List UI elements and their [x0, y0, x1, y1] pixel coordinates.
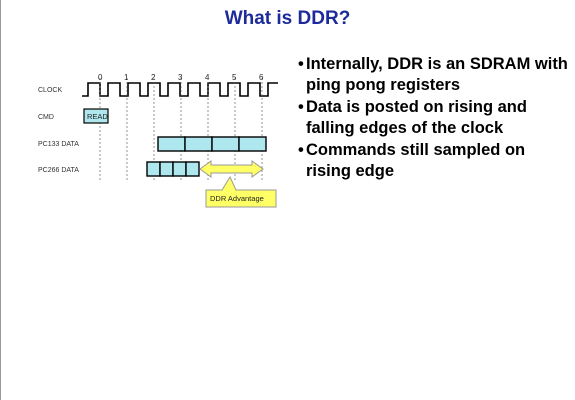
- clock-tick-1: 1: [124, 73, 129, 82]
- clock-tick-5: 5: [232, 73, 237, 82]
- bullet-list: • Internally, DDR is an SDRAM with ping …: [296, 54, 574, 183]
- ddr-advantage-arrow: [199, 160, 264, 178]
- bullet-text-3: Commands still sampled on rising edge: [306, 141, 526, 180]
- slide-title: What is DDR?: [224, 8, 351, 29]
- read-command-label: READ: [87, 112, 108, 121]
- bullet-glyph: •: [298, 98, 304, 116]
- clock-tick-3: 3: [178, 73, 183, 82]
- signal-label-clock: CLOCK: [38, 87, 62, 94]
- ddr-timing-diagram: CLOCK CMD PC133 DATA PC266 DATA 0 1 2 3 …: [38, 73, 278, 208]
- clock-tick-0: 0: [98, 73, 103, 82]
- signal-label-pc133-data: PC133 DATA: [38, 141, 79, 148]
- bullet-text-2: Data is posted on rising and falling edg…: [306, 98, 527, 137]
- ddr-advantage-label: DDR Advantage: [210, 194, 264, 203]
- signal-label-cmd: CMD: [38, 114, 54, 121]
- pc133-data-blocks: [157, 136, 267, 152]
- bullet-text-1: Internally, DDR is an SDRAM with ping po…: [306, 55, 568, 94]
- left-border-line: [0, 0, 1, 400]
- pc266-data-blocks: [146, 161, 200, 177]
- clock-tick-4: 4: [205, 73, 210, 82]
- clock-waveform: [82, 82, 278, 97]
- clock-tick-6: 6: [259, 73, 264, 82]
- read-command-box: [83, 108, 109, 124]
- bullet-item-3: • Commands still sampled on rising edge: [296, 140, 574, 181]
- signal-label-pc266-data: PC266 DATA: [38, 167, 79, 174]
- bullet-item-2: • Data is posted on rising and falling e…: [296, 97, 574, 138]
- clock-edge-guides: [99, 78, 263, 182]
- clock-tick-2: 2: [151, 73, 156, 82]
- bullet-item-1: • Internally, DDR is an SDRAM with ping …: [296, 54, 574, 95]
- bullet-glyph: •: [298, 55, 304, 73]
- ddr-advantage-callout: [205, 175, 277, 208]
- bullet-glyph: •: [298, 141, 304, 159]
